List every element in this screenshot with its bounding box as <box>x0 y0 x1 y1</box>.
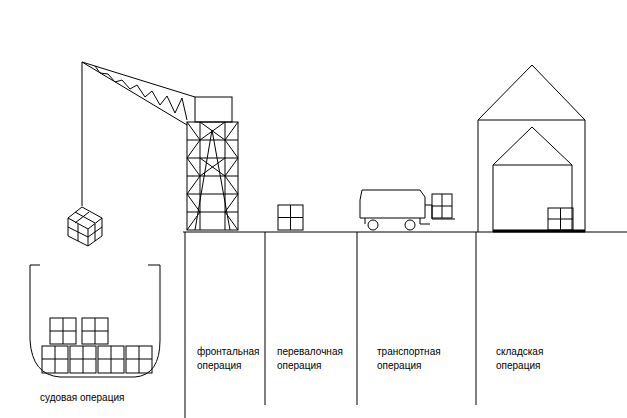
operation-label: фронтальная операция <box>197 345 259 373</box>
operation-label: транспортная операция <box>377 345 441 373</box>
operation-label: перевалочная операция <box>277 345 343 373</box>
operation-label: судовая операция <box>40 391 124 405</box>
operation-label: складская операция <box>496 345 543 373</box>
